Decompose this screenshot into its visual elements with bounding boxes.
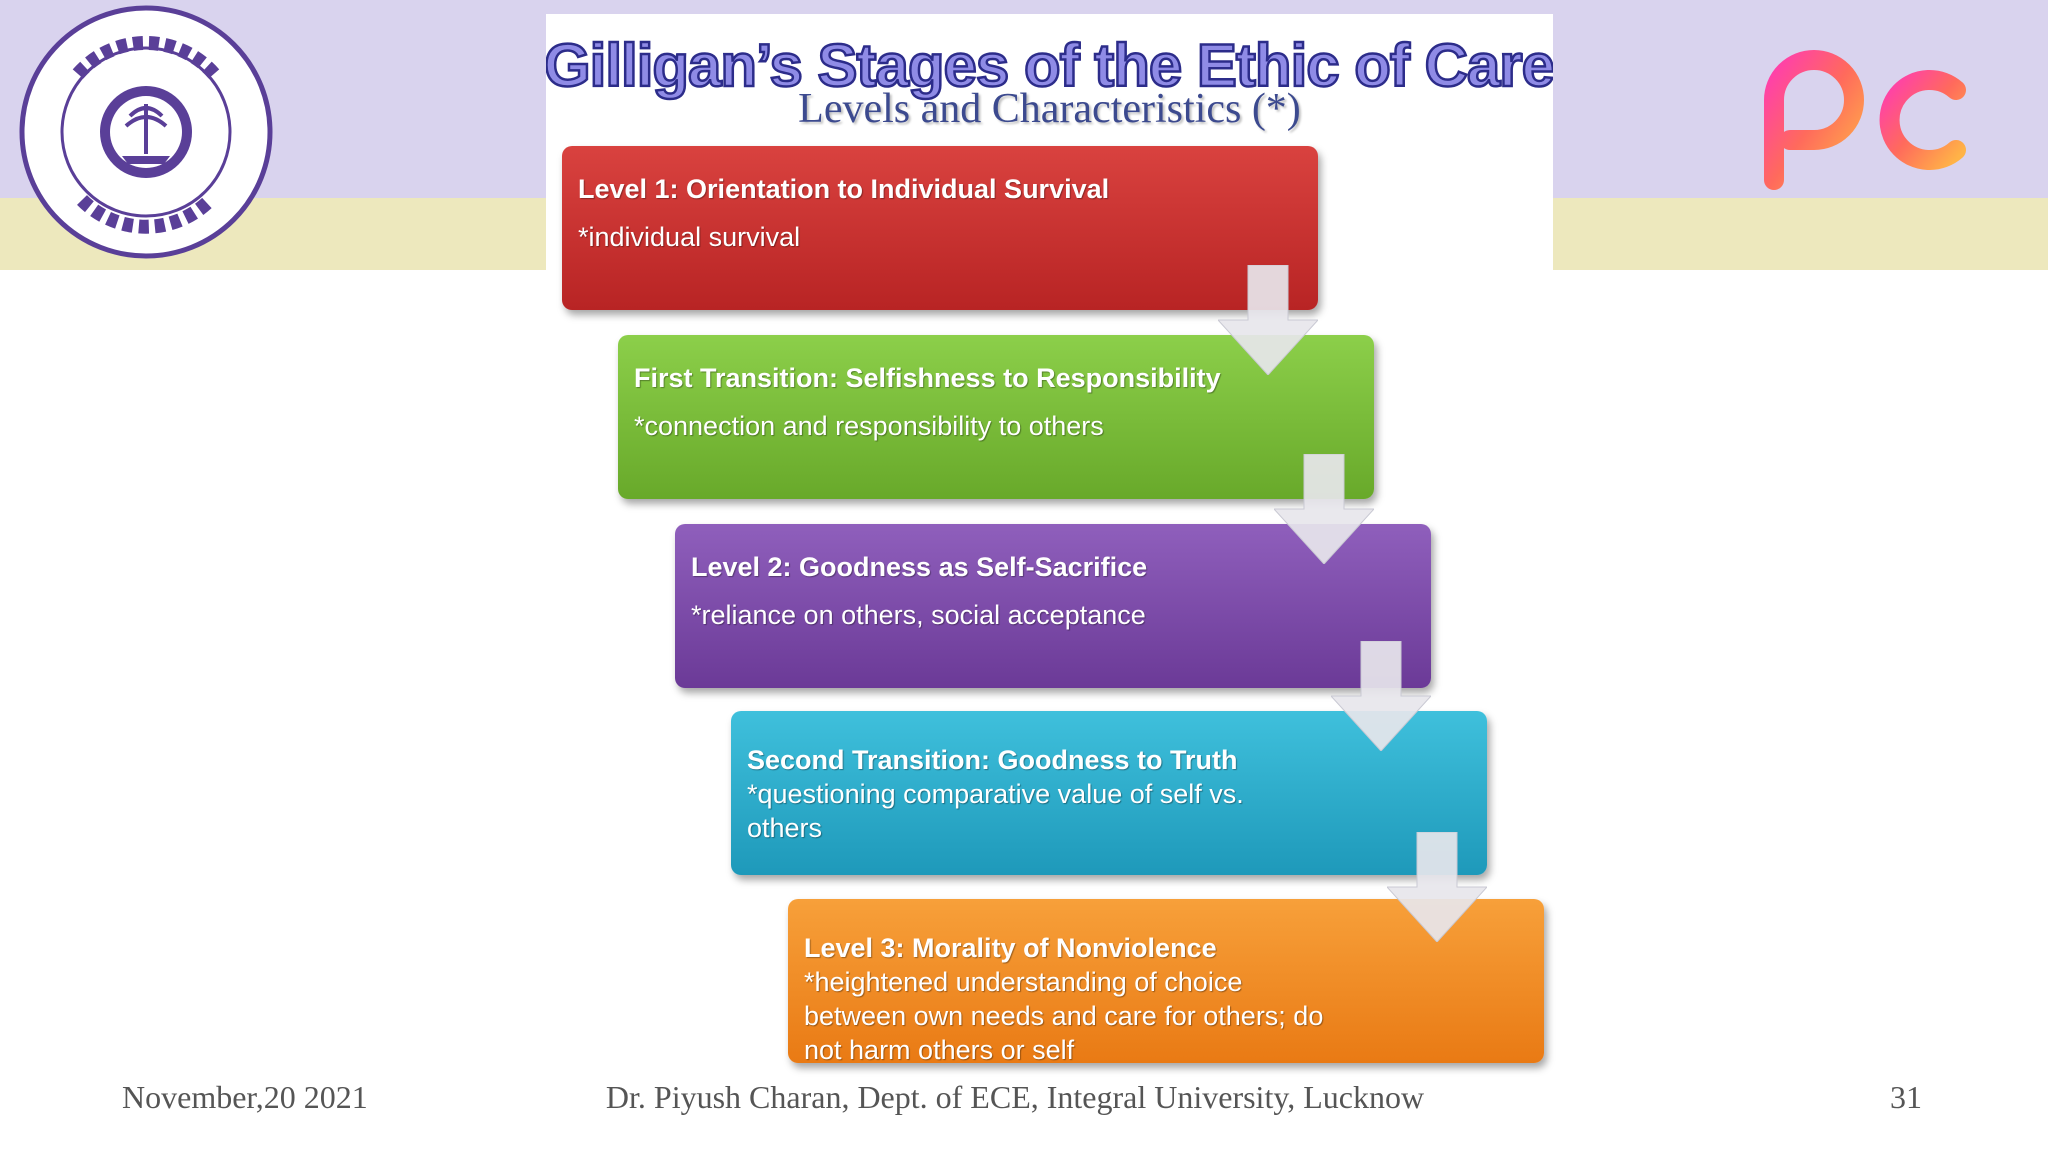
stage-heading: Level 1: Orientation to Individual Survi… bbox=[578, 174, 1110, 204]
down-arrow-icon bbox=[1274, 454, 1374, 564]
stage-characteristic: others bbox=[747, 813, 823, 843]
stage-second-transition: Second Transition: Goodness to Truth *qu… bbox=[731, 711, 1487, 875]
stage-characteristic: *connection and responsibility to others bbox=[634, 411, 1104, 441]
svg-text:Gilligan’s Stages of the Ethic: Gilligan’s Stages of the Ethic of Care bbox=[546, 32, 1553, 99]
stage-heading: Level 3: Morality of Nonviolence bbox=[804, 933, 1217, 963]
stage-level-1: Level 1: Orientation to Individual Survi… bbox=[562, 146, 1318, 310]
stage-first-transition: First Transition: Selfishness to Respons… bbox=[618, 335, 1374, 499]
pc-logo-icon bbox=[1764, 50, 1966, 190]
stage-characteristic: *reliance on others, social acceptance bbox=[691, 600, 1146, 630]
stage-characteristic: *individual survival bbox=[578, 222, 801, 252]
footer-date: November,20 2021 bbox=[122, 1079, 368, 1115]
stage-characteristic: between own needs and care for others; d… bbox=[804, 1001, 1324, 1031]
stage-level-2: Level 2: Goodness as Self-Sacrifice *rel… bbox=[675, 524, 1431, 688]
stage-level-3: Level 3: Morality of Nonviolence *height… bbox=[788, 899, 1544, 1065]
stage-heading: Second Transition: Goodness to Truth bbox=[747, 745, 1238, 775]
stage-heading: Level 2: Goodness as Self-Sacrifice bbox=[691, 552, 1148, 582]
stage-characteristic: *questioning comparative value of self v… bbox=[747, 779, 1244, 809]
page-number: 31 bbox=[1890, 1079, 1922, 1115]
stage-characteristic: *heightened understanding of choice bbox=[804, 967, 1243, 997]
page-title: Gilligan’s Stages of the Ethic of Care bbox=[546, 31, 1553, 101]
down-arrow-icon bbox=[1218, 265, 1318, 375]
footer-author: Dr. Piyush Charan, Dept. of ECE, Integra… bbox=[605, 1079, 1425, 1115]
integral-university-seal-icon bbox=[19, 5, 273, 259]
stage-heading: First Transition: Selfishness to Respons… bbox=[634, 363, 1221, 393]
page-subtitle: Levels and Characteristics (*) bbox=[798, 86, 1301, 132]
down-arrow-icon bbox=[1331, 641, 1431, 751]
stage-characteristic: not harm others or self bbox=[804, 1035, 1075, 1065]
down-arrow-icon bbox=[1387, 832, 1487, 942]
